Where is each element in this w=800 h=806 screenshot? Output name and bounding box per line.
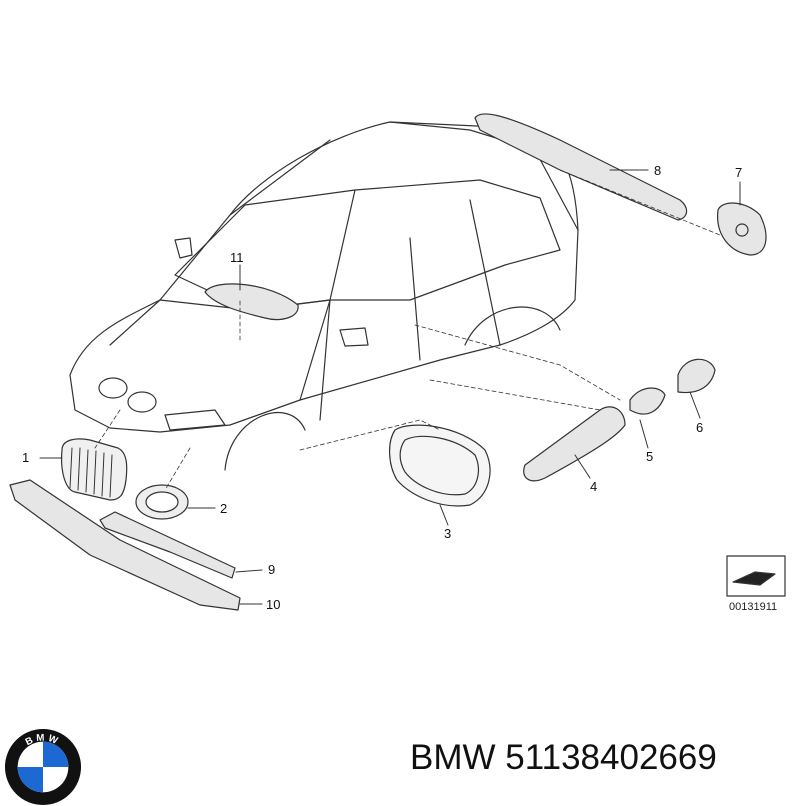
car-mirror <box>174 237 369 347</box>
lower-grille-center <box>99 511 236 579</box>
callout-7: 7 <box>735 165 742 180</box>
handle-cap-5 <box>629 387 666 415</box>
car-body-outline <box>69 121 579 433</box>
bmw-logo: BMW <box>4 728 82 806</box>
callout-8: 8 <box>654 163 661 178</box>
car-kidney-left <box>98 377 128 399</box>
car-hood <box>109 299 331 401</box>
door-handle <box>523 406 626 482</box>
callout-9: 9 <box>268 562 275 577</box>
callout-4: 4 <box>590 479 597 494</box>
kidney-grille <box>60 438 128 501</box>
hood-vent <box>204 283 299 321</box>
car-kidney-right <box>127 391 157 413</box>
car-rear-wheel <box>464 306 561 346</box>
logo-letters: BMW <box>24 732 59 748</box>
callout-5: 5 <box>646 449 653 464</box>
roof-spoiler-strip <box>474 113 688 221</box>
callout-11: 11 <box>230 250 244 265</box>
lower-grille-main <box>9 479 241 611</box>
mirror-frame <box>389 424 491 507</box>
reference-box <box>726 555 786 597</box>
reference-number: 00131911 <box>729 601 777 613</box>
callout-6: 6 <box>696 420 703 435</box>
callout-3: 3 <box>444 526 451 541</box>
handle-cap-6 <box>677 358 716 394</box>
part-number: 51138402669 <box>505 738 717 777</box>
car-side-windows <box>329 179 561 301</box>
brand-name: BMW <box>410 738 496 777</box>
callout-1: 1 <box>22 450 29 465</box>
car-headlight <box>164 409 226 431</box>
car-door-lines <box>319 199 501 421</box>
callout-2: 2 <box>220 501 227 516</box>
car-front-wheel <box>224 412 306 471</box>
part-caption: BMW 51138402669 <box>410 738 717 778</box>
tailgate-emblem <box>717 202 767 256</box>
svg-text:BMW: BMW <box>24 732 62 748</box>
callout-10: 10 <box>266 597 280 612</box>
